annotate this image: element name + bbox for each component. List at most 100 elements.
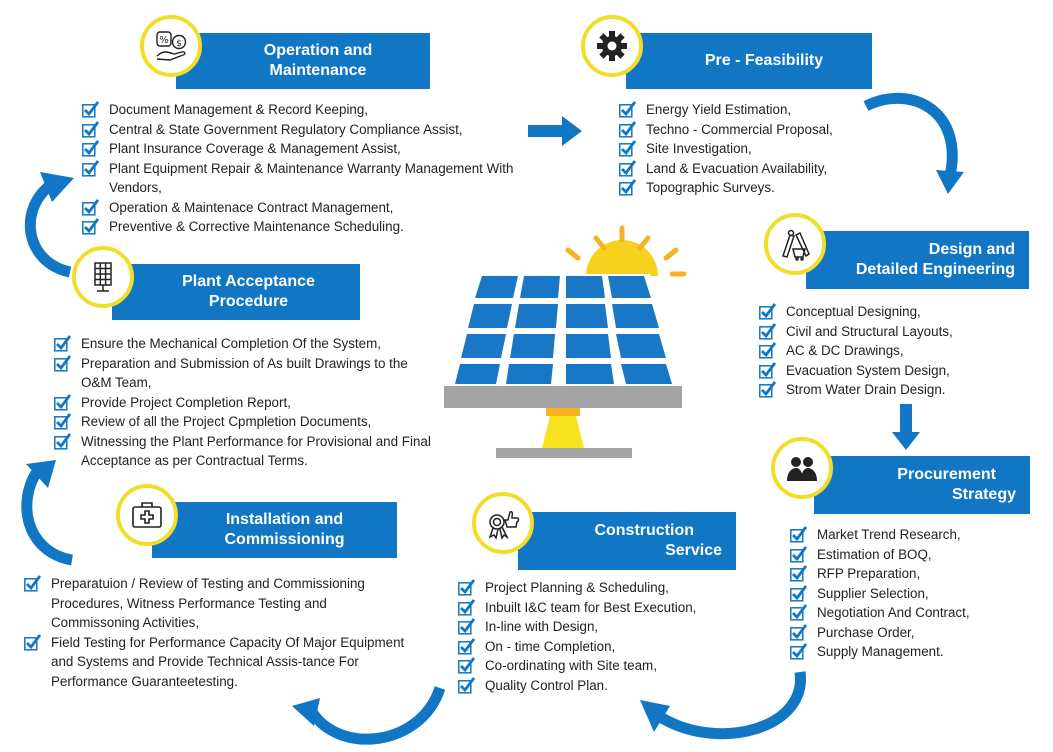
checkmark-icon	[759, 303, 776, 320]
checkmark-icon	[458, 598, 475, 616]
checkmark-icon	[790, 565, 807, 582]
list-item: Preparatuion / Review of Testing and Com…	[24, 574, 414, 633]
checkmark-icon	[458, 676, 475, 694]
list-item: Energy Yield Estimation,	[619, 100, 879, 120]
thumbs-up-award-icon	[488, 511, 520, 540]
arrow-down-icon	[892, 404, 920, 450]
checkmark-icon	[82, 159, 99, 177]
list-item: Purchase Order,	[790, 623, 1030, 643]
construction-list: Project Planning & Scheduling, Inbuilt I…	[458, 578, 748, 695]
gear-icon	[597, 31, 627, 61]
list-item: Witnessing the Plant Performance for Pro…	[54, 432, 434, 471]
prefeasibility-banner: Pre - Feasibility	[626, 33, 872, 89]
design-title-line-1: Design and	[928, 241, 1015, 258]
list-item: Review of all the Project Cpmpletion Doc…	[54, 412, 434, 432]
design-banner: Design and Detailed Engineering	[806, 231, 1029, 289]
operation-list: Document Management & Record Keeping, Ce…	[82, 100, 562, 237]
svg-text:%: %	[159, 35, 169, 46]
list-item: Ensure the Mechanical Completion Of the …	[54, 334, 434, 354]
list-item: Document Management & Record Keeping,	[82, 100, 562, 120]
acceptance-list: Ensure the Mechanical Completion Of the …	[54, 334, 434, 471]
prefeasibility-list: Energy Yield Estimation, Techno - Commer…	[619, 100, 879, 198]
checkmark-icon	[759, 322, 776, 340]
design-list: Conceptual Designing, Civil and Structur…	[759, 302, 1019, 400]
checkmark-icon	[458, 657, 475, 674]
checkmark-icon	[54, 393, 71, 411]
operation-title-line-2: Maintenance	[269, 62, 367, 79]
list-item: Plant Insurance Coverage & Management As…	[82, 139, 562, 159]
checkmark-icon	[24, 575, 41, 592]
list-item: Preparation and Submission of As built D…	[54, 354, 434, 393]
checkmark-icon	[759, 381, 776, 398]
construction-title-line-1: Construction	[594, 522, 694, 539]
acceptance-badge	[72, 246, 134, 308]
installation-title-line-2: Commissioning	[224, 531, 345, 548]
list-item: Preventive & Corrective Maintenance Sche…	[82, 217, 562, 237]
checkmark-icon	[458, 618, 475, 635]
medical-kit-icon	[132, 502, 162, 528]
acceptance-title-line-2: Procedure	[208, 293, 289, 310]
list-item: Techno - Commercial Proposal,	[619, 120, 879, 140]
list-item: Negotiation And Contract,	[790, 603, 1030, 623]
curved-arrow-bottom-center-icon	[292, 686, 446, 745]
checkmark-icon	[790, 643, 807, 660]
checkmark-icon	[790, 545, 807, 563]
construction-banner: Construction Service	[518, 512, 736, 570]
curved-arrow-left-lower-icon	[21, 460, 74, 566]
installation-list: Preparatuion / Review of Testing and Com…	[24, 574, 414, 691]
list-item: On - time Completion,	[458, 637, 748, 657]
checkmark-icon	[82, 198, 99, 216]
design-title-line-2: Detailed Engineering	[855, 261, 1015, 278]
procurement-title-line-1: Procurement	[897, 466, 996, 483]
design-badge	[764, 213, 826, 275]
curved-arrow-left-upper-icon	[24, 172, 74, 278]
list-item: Evacuation System Design,	[759, 361, 1019, 381]
checkmark-icon	[458, 637, 475, 655]
prefeasibility-badge	[581, 15, 643, 77]
installation-banner: Installation and Commissioning	[152, 502, 397, 558]
construction-title-line-2: Service	[665, 542, 722, 559]
checkmark-icon	[759, 342, 776, 359]
acceptance-title-line-1: Plant Acceptance	[182, 273, 315, 290]
acceptance-banner: Plant Acceptance Procedure	[112, 264, 360, 320]
list-item: AC & DC Drawings,	[759, 341, 1019, 361]
list-item: In-line with Design,	[458, 617, 748, 637]
drafting-tools-icon	[782, 229, 810, 261]
sun-icon	[565, 225, 687, 277]
solar-panel-illustration	[444, 225, 687, 458]
list-item: Strom Water Drain Design.	[759, 380, 1019, 400]
money-hand-icon: % $	[156, 31, 187, 61]
panel-cells	[455, 276, 672, 384]
checkmark-icon	[82, 218, 99, 235]
list-item: Supplier Selection,	[790, 584, 1030, 604]
list-item: Co-ordinating with Site team,	[458, 656, 748, 676]
list-item: Conceptual Designing,	[759, 302, 1019, 322]
checkmark-icon	[619, 179, 636, 196]
list-item: Plant Equipment Repair & Maintenance War…	[82, 159, 562, 198]
team-icon	[787, 457, 817, 481]
procurement-banner: Procurement Strategy	[814, 456, 1030, 514]
list-item: Estimation of BOQ,	[790, 545, 1030, 565]
list-item: Quality Control Plan.	[458, 676, 748, 696]
list-item: Site Investigation,	[619, 139, 879, 159]
list-item: Field Testing for Performance Capacity O…	[24, 633, 414, 692]
prefeasibility-title: Pre - Feasibility	[704, 52, 824, 69]
checkmark-icon	[619, 120, 636, 138]
checkmark-icon	[54, 335, 71, 352]
procurement-list: Market Trend Research, Estimation of BOQ…	[790, 525, 1030, 662]
list-item: Inbuilt I&C team for Best Execution,	[458, 598, 748, 618]
checkmark-icon	[458, 579, 475, 596]
installation-title-line-1: Installation and	[225, 511, 344, 528]
list-item: Project Planning & Scheduling,	[458, 578, 748, 598]
checkmark-icon	[82, 140, 99, 157]
list-item: Topographic Surveys.	[619, 178, 879, 198]
list-item: Market Trend Research,	[790, 525, 1030, 545]
checkmark-icon	[619, 101, 636, 118]
checkmark-icon	[790, 584, 807, 602]
list-item: Land & Evacuation Availability,	[619, 159, 879, 179]
checkmark-icon	[82, 120, 99, 138]
procurement-title-line-2: Strategy	[951, 486, 1016, 503]
checkmark-icon	[619, 140, 636, 157]
construction-badge	[472, 492, 534, 554]
